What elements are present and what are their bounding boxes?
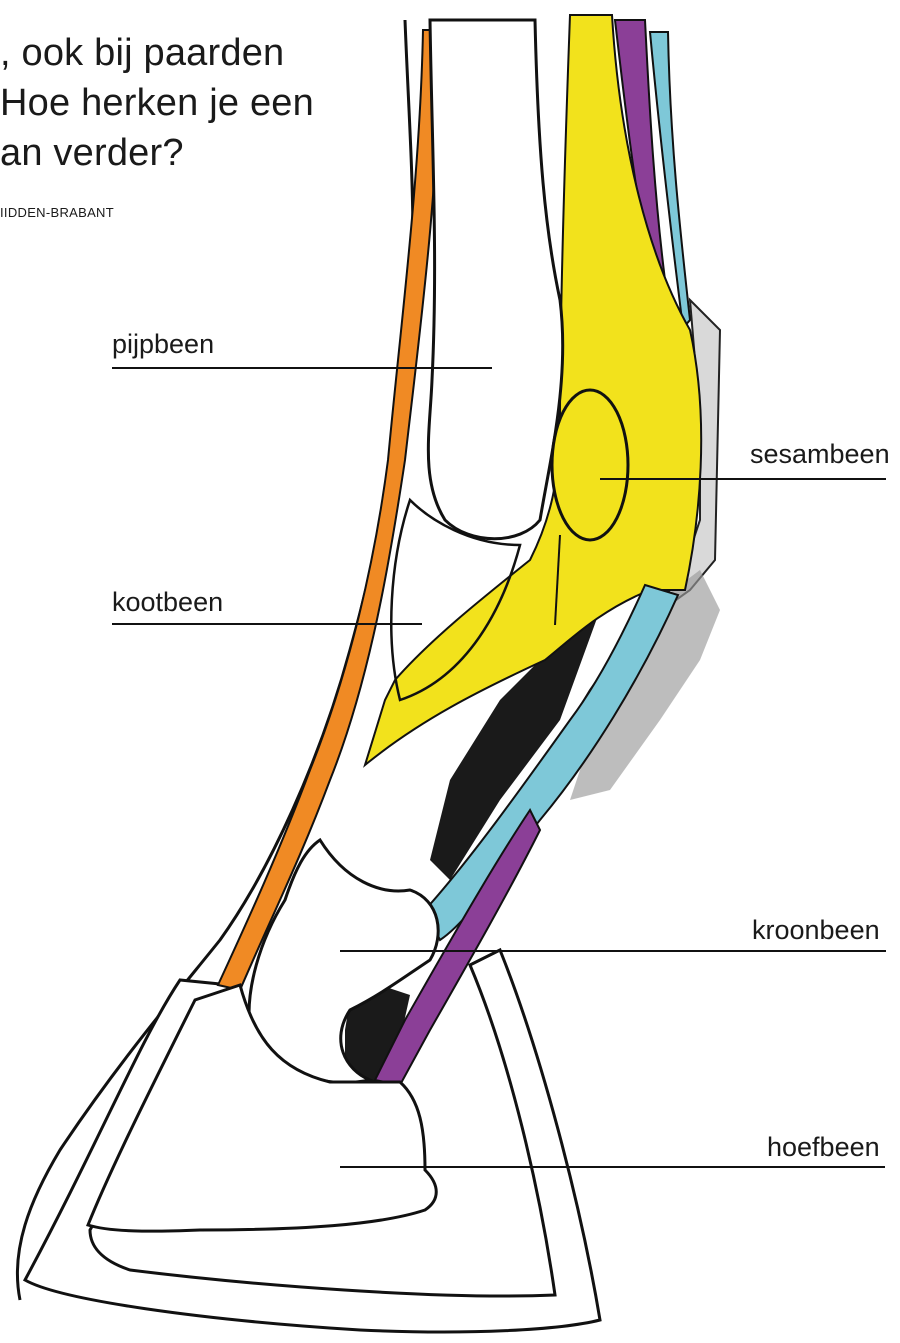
- label-pijpbeen: pijpbeen: [112, 328, 214, 360]
- label-sesambeen: sesambeen: [750, 438, 890, 470]
- leader-hoefbeen: [340, 1166, 885, 1168]
- label-hoefbeen: hoefbeen: [767, 1131, 880, 1163]
- label-kootbeen: kootbeen: [112, 586, 223, 618]
- pijpbeen-bone: [428, 20, 562, 539]
- leader-kroonbeen: [340, 950, 886, 952]
- leader-pijpbeen: [112, 367, 492, 369]
- leader-sesambeen: [600, 478, 886, 480]
- label-kroonbeen: kroonbeen: [752, 914, 880, 946]
- sesambeen-bone: [552, 390, 628, 540]
- leader-kootbeen: [112, 623, 422, 625]
